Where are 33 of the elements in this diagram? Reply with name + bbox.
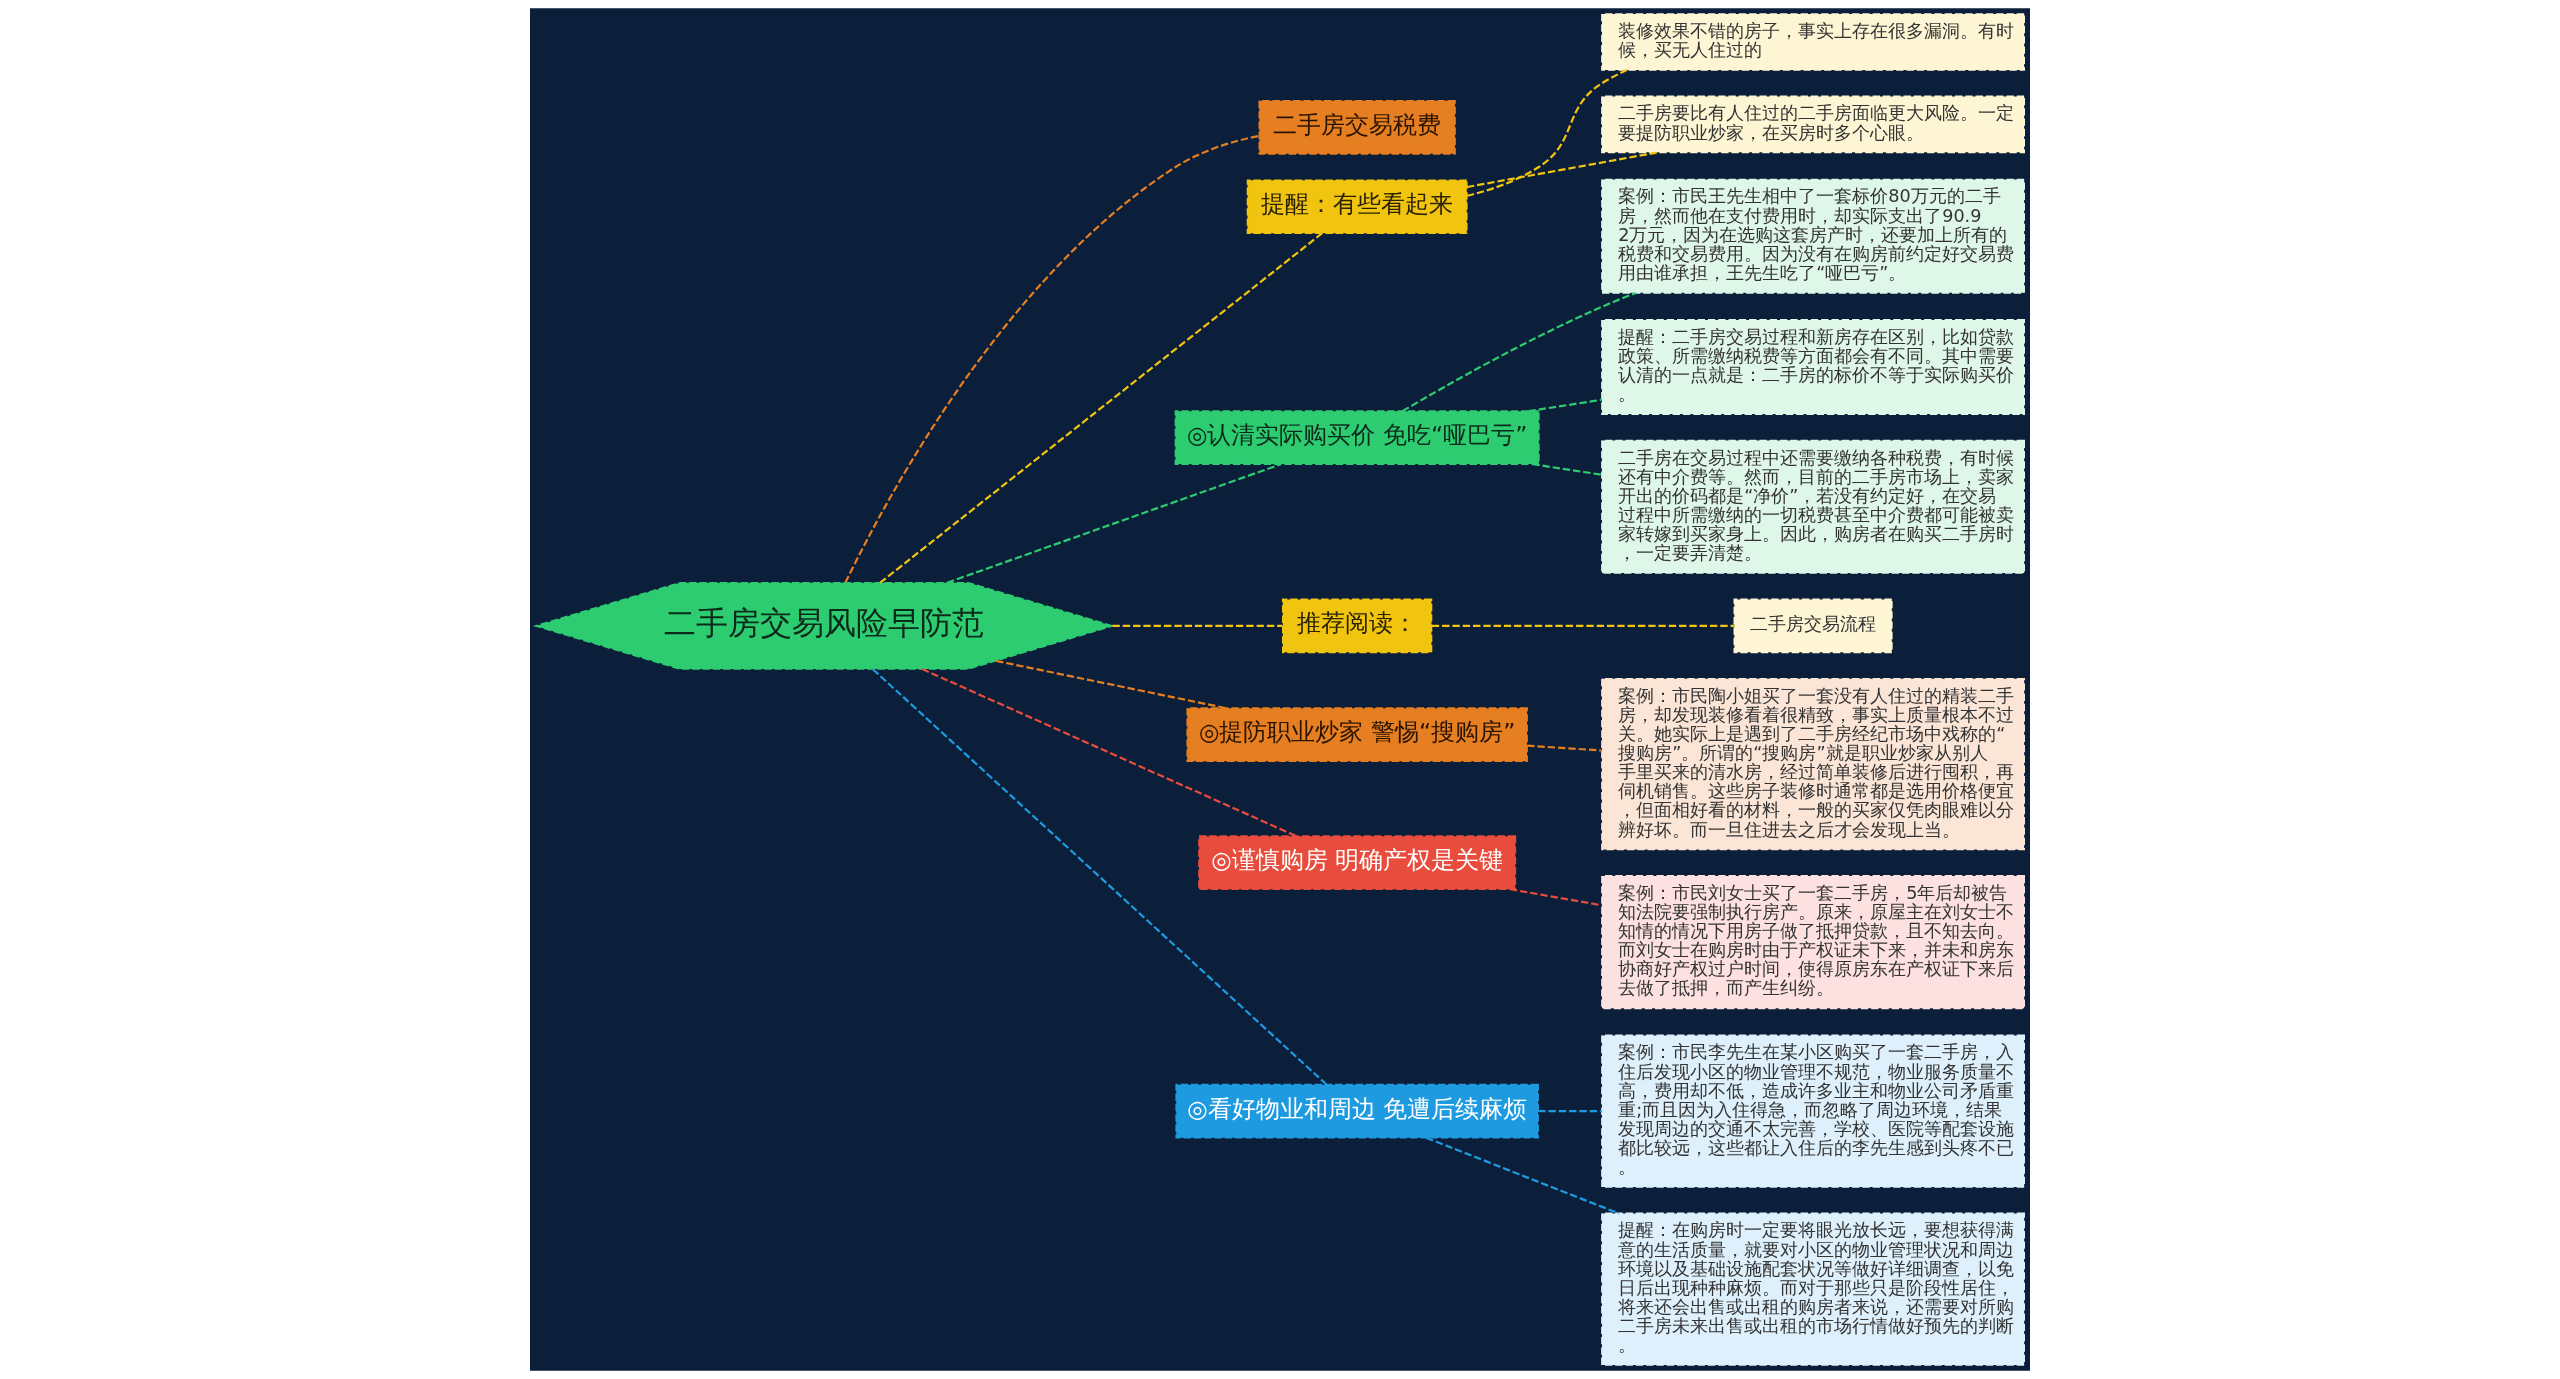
node-box: ◎提防职业炒家 警惕“搜购房” [1186, 707, 1528, 763]
connector [1431, 624, 1735, 627]
node-box: 案例：市民陶小姐买了一套没有人住过的精装二手房，却发现装修看着很精致，事实上质量根本不过关。她实际上是遇到了二手房经纪市场中戏称的“搜购房”。所谓的“搜购房”就是职业炒家从别人手里买来的清水房，经过简单装修后进行囤积，再伺机销售。这些房子装修时通常都是选用价格便宜，但面相好看的材料，一般的买家仅凭肉眼难以分辨好坏。而一旦住进去之后才会发现上当。 [1601, 677, 2025, 851]
connector [879, 232, 1323, 584]
connector [946, 463, 1282, 584]
connector [1509, 888, 1603, 907]
connector [1532, 463, 1602, 476]
connector [1426, 1136, 1620, 1215]
node-box: 二手房交易流程 [1733, 598, 1893, 654]
node-box: 案例：市民李先生在某小区购买了一套二手房，入住后发现小区的物业管理不规范，物业服务质量不高，费用却不低，造成许多业主和物业公司矛盾重重;而且因为入住得急，而忽略了周边环境，结果发现周边的交通不太完善，学校、医院等配套设施都比较远，这些都让入住后的李先生感到头疼不已。 [1601, 1034, 2025, 1188]
node-box: ◎认清实际购买价 免吃“哑巴亏” [1174, 410, 1540, 465]
node-box: 推荐阅读： [1282, 598, 1433, 654]
connector [921, 668, 1297, 838]
connector [1466, 69, 1628, 197]
connector [1527, 744, 1602, 752]
node-box: 二手房在交易过程中还需要缴纳各种税费，有时候还有中介费等。然而，目前的二手房市场上，卖家开出的价码都是“净价”，若没有约定好，在交易过程中所需缴纳的一切税费甚至中介费都可能被卖家转嫁到买家身上。因此，购房者在购买二手房时，一定要弄清楚。 [1601, 439, 2025, 574]
connector [995, 659, 1227, 710]
node-box: 提醒：二手房交易过程和新房存在区别，比如贷款政策、所需缴纳税费等方面都会有不同。其中需要认清的一点就是：二手房的标价不等于实际购买价。 [1601, 319, 2025, 415]
node-box: ◎谨慎购房 明确产权是关键 [1198, 835, 1517, 891]
node-box: 提醒：有些看起来 [1246, 179, 1468, 235]
connector [872, 668, 1328, 1086]
node-box: 提醒：在购房时一定要将眼光放长远，要想获得满意的生活质量，就要对小区的物业管理状况和周边环境以及基础设施配套状况等做好详细调查，以免日后出现种种麻烦。而对于那些只是阶段性居住，将来还会出售或出租的购房者来说，还需要对所购二手房未来出售或出租的市场行情做好预先的判断。 [1601, 1212, 2025, 1366]
node-box: 案例：市民刘女士买了一套二手房，5年后却被告知法院要强制执行房产。原来，原屋主在刘女士不知情的情况下用房子做了抵押贷款，且不知去向。而刘女士在购房时由于产权证未下来，并未和房东协商好产权过户时间，使得原房东在产权证下来后去做了抵押，而产生纠纷。 [1601, 875, 2025, 1010]
node-box: 案例：市民王先生相中了一套标价80万元的二手房，然而他在支付费用时，却实际支出了90.92万元，因为在选购这套房产时，还要加上所有的税费和交易费用。因为没有在购房前约定好交易费用由谁承担，王先生吃了“哑巴亏”。 [1601, 178, 2025, 294]
connector [1538, 1110, 1602, 1113]
node-box: ◎看好物业和周边 免遭后续麻烦 [1175, 1083, 1539, 1139]
node-box: 二手房要比有人住过的二手房面临更大风险。一定要提防职业炒家，在买房时多个心眼。 [1601, 95, 2025, 154]
node-box: 装修效果不错的房子，事实上存在很多漏洞。有时候，买无人住过的 [1601, 13, 2025, 71]
connector [1402, 291, 1637, 412]
node-box: 二手房交易税费 [1258, 99, 1456, 155]
connector [844, 134, 1260, 583]
connector [1528, 398, 1602, 413]
connector [1112, 624, 1283, 627]
